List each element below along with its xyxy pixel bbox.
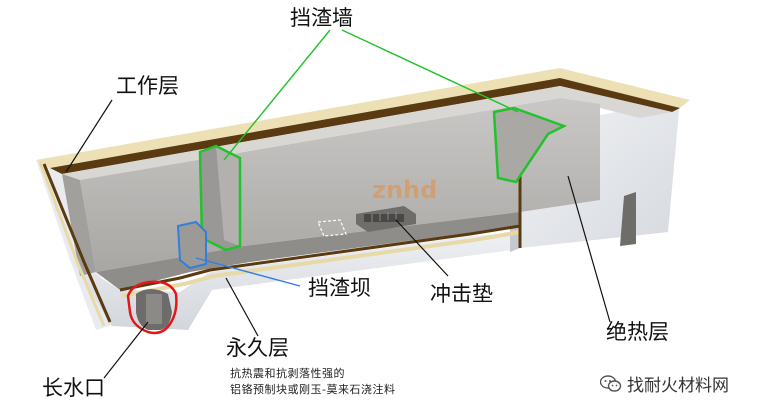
permanent-note: 抗热震和抗剥落性强的 铝铬预制块或刚玉-莫来石浇注料 [230,366,395,398]
watermark-text: znhd [372,176,438,204]
label-insulation-layer: 绝热层 [606,320,669,344]
brand-text: 找耐火材料网 [627,376,729,396]
label-permanent-layer: 永久层 [226,336,289,360]
permanent-note-line1: 抗热震和抗剥落性强的 [230,367,345,380]
label-working-layer: 工作层 [116,74,179,98]
slag-dam [176,220,207,270]
stopper-slot [620,192,636,246]
label-slag-wall: 挡渣墙 [290,6,353,30]
brand: 找耐火材料网 [600,371,729,396]
permanent-note-line2: 铝铬预制块或刚玉-莫来石浇注料 [230,382,396,396]
label-slag-dam: 挡渣坝 [308,276,371,300]
leader-lines [65,29,611,379]
label-impact-pad: 冲击垫 [430,282,493,306]
slag-wall-right [492,106,568,184]
wechat-icon [600,374,622,392]
label-nozzle: 长水口 [42,376,105,400]
